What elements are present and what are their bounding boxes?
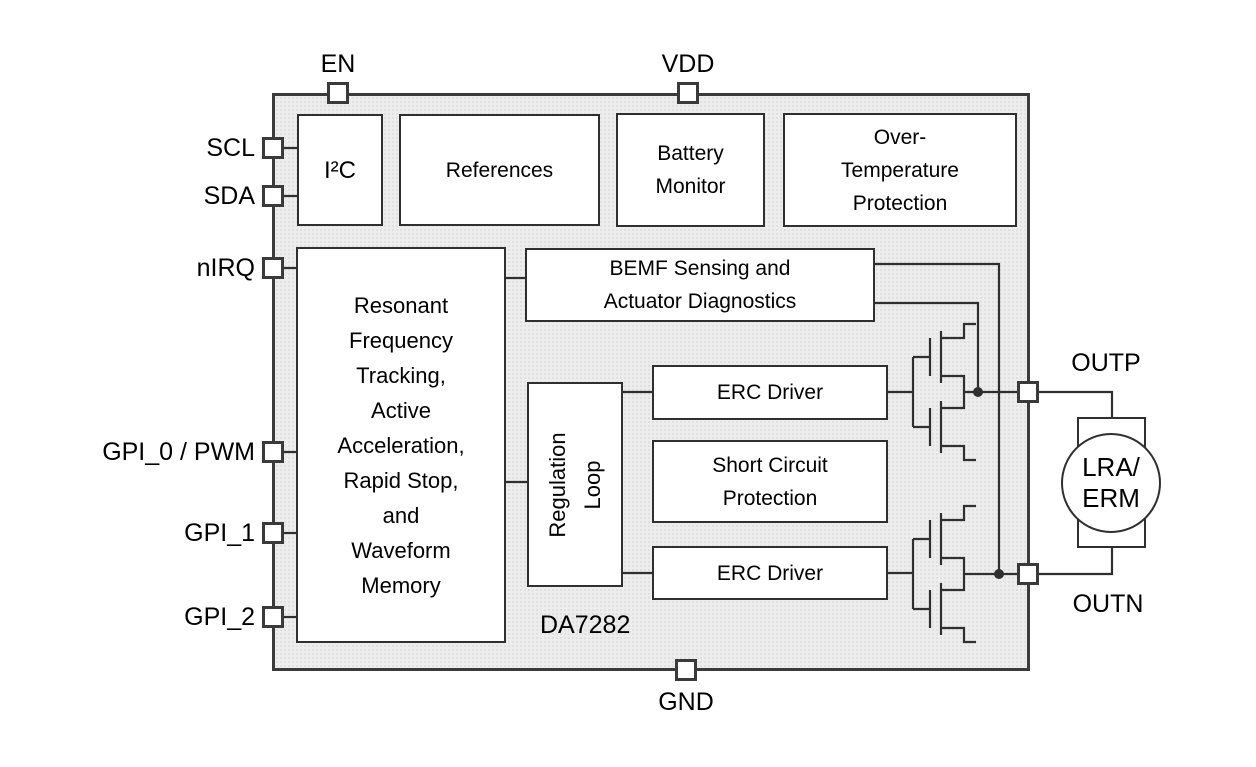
- pin-label-en: EN: [320, 50, 356, 78]
- pin-outp: [1017, 381, 1039, 403]
- wire-outp-to-load: [1039, 390, 1114, 418]
- block-erc-driver-top: ERC Driver: [652, 365, 888, 420]
- block-over-temperature-protection: Over- Temperature Protection: [783, 113, 1017, 227]
- pin-outn: [1017, 563, 1039, 585]
- wire-block-connectors: [506, 276, 913, 575]
- mosfet-half-bridge-top: [911, 322, 1017, 462]
- pin-label-scl: SCL: [206, 134, 255, 162]
- pin-label-gnd: GND: [658, 688, 714, 716]
- block-resonant-frequency-tracking: Resonant Frequency Tracking, Active Acce…: [296, 247, 506, 643]
- pin-sda: [262, 185, 284, 207]
- pin-label-vdd: VDD: [661, 50, 715, 78]
- block-battery-monitor: Battery Monitor: [616, 113, 765, 227]
- block-i2c: I²C: [297, 114, 383, 226]
- pin-nirq: [262, 257, 284, 279]
- block-regulation-loop: Regulation Loop: [527, 382, 623, 587]
- block-erc-driver-bottom: ERC Driver: [652, 546, 888, 600]
- pin-gpi1: [262, 522, 284, 544]
- pin-gnd: [675, 659, 697, 681]
- pin-en: [327, 82, 349, 104]
- load-lra-erm: LRA/ ERM: [1061, 433, 1161, 533]
- pin-label-outn: OUTN: [1072, 590, 1144, 618]
- junction-dot-outn: [994, 569, 1004, 579]
- pin-label-gpi1: GPI_1: [184, 519, 255, 547]
- junction-dot-outp: [973, 387, 983, 397]
- pin-scl: [262, 137, 284, 159]
- block-bemf-sensing: BEMF Sensing and Actuator Diagnostics: [525, 248, 875, 322]
- pin-label-gpi2: GPI_2: [184, 603, 255, 631]
- block-references: References: [399, 114, 600, 226]
- block-short-circuit-protection: Short Circuit Protection: [652, 440, 888, 523]
- pin-label-sda: SDA: [203, 182, 255, 210]
- chip-name-label: DA7282: [540, 611, 631, 639]
- mosfet-half-bridge-bottom: [911, 504, 1017, 644]
- pin-label-outp: OUTP: [1071, 349, 1141, 377]
- wire-bemf-sense-lines: [875, 262, 1001, 574]
- regulation-loop-label: Regulation Loop: [545, 431, 605, 538]
- wire-left-pin-stubs: [284, 146, 298, 619]
- pin-gpi2: [262, 606, 284, 628]
- pin-gpi0: [262, 441, 284, 463]
- pin-vdd: [677, 82, 699, 104]
- pin-label-nirq: nIRQ: [196, 254, 255, 282]
- pin-label-gpi0-pwm: GPI_0 / PWM: [102, 438, 255, 466]
- wire-outn-to-load: [1039, 547, 1114, 576]
